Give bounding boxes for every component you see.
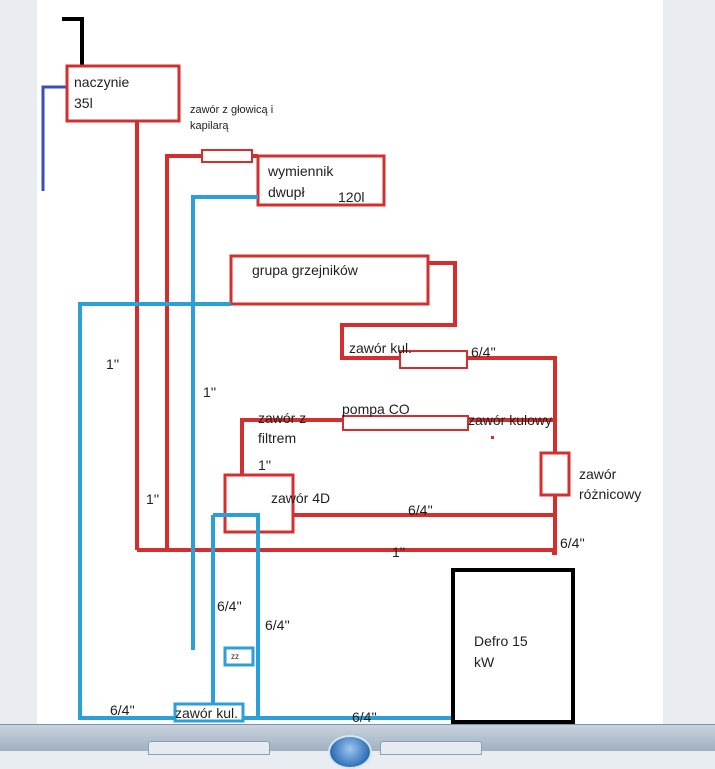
start-orb-icon[interactable] bbox=[328, 735, 372, 769]
radiator-red-line bbox=[340, 261, 557, 550]
ball-valve-bottom bbox=[173, 702, 245, 723]
pump-label: pompa CO bbox=[342, 401, 410, 417]
vent-line-black bbox=[62, 17, 84, 66]
taskbar-item[interactable] bbox=[148, 741, 270, 755]
dim-label: 6/4'' bbox=[560, 535, 585, 551]
ball-valve-label: zawór kulowy bbox=[468, 412, 553, 428]
ball-valve-bottom-label: zawór kul. bbox=[175, 705, 239, 721]
filter-valve-label-1: zawór z bbox=[258, 410, 307, 426]
dim-label: 6/4'' bbox=[408, 502, 433, 518]
expansion-vessel-label: naczynie bbox=[74, 74, 130, 90]
mark-1 bbox=[491, 436, 494, 439]
expansion-vessel-capacity: 35l bbox=[74, 95, 93, 111]
zz-fitting bbox=[223, 646, 255, 667]
vent-line-blue bbox=[41, 85, 67, 191]
expansion-vessel bbox=[65, 64, 181, 123]
ball-valve-top-label: zawór kul. bbox=[349, 340, 413, 356]
boiler-label-2: kW bbox=[474, 654, 495, 670]
dim-label: 1'' bbox=[146, 491, 160, 507]
pump-co bbox=[342, 415, 469, 431]
heat-exchanger-label-1: wymiennik bbox=[268, 163, 334, 179]
taskbar bbox=[0, 724, 715, 769]
dim-label: 6/4'' bbox=[352, 709, 377, 725]
mark-2 bbox=[552, 550, 557, 555]
valve-head-capillary bbox=[201, 149, 253, 163]
cold-line-4d bbox=[213, 513, 260, 720]
capillary-valve-label-1: zawór z głowicą i bbox=[190, 104, 274, 116]
heating-schematic bbox=[41, 17, 575, 724]
dim-label: 6/4'' bbox=[265, 617, 290, 633]
ball-valve-top bbox=[399, 350, 468, 369]
dim-label: 1'' bbox=[106, 356, 120, 372]
zz-label: zz bbox=[231, 652, 239, 661]
cold-line-exchanger bbox=[191, 195, 258, 650]
filter-valve-label-2: filtrem bbox=[258, 430, 297, 446]
taskbar-item[interactable] bbox=[380, 741, 482, 755]
dim-label: 1'' bbox=[258, 457, 272, 473]
heat-exchanger bbox=[256, 154, 386, 207]
dim-label: 6/4'' bbox=[471, 344, 496, 360]
boiler-label-1: Defro 15 bbox=[474, 633, 528, 649]
differential-valve bbox=[539, 451, 571, 497]
exchanger-red-loop bbox=[165, 154, 258, 550]
differential-valve-label-1: zawór bbox=[579, 466, 617, 482]
radiator-group bbox=[229, 254, 430, 306]
heat-exchanger-label-2: dwupł bbox=[268, 184, 305, 200]
heat-exchanger-capacity: 120l bbox=[338, 189, 365, 205]
radiator-group-label: grupa grzejników bbox=[252, 262, 358, 278]
dim-label: 6/4'' bbox=[110, 702, 135, 718]
capillary-valve-label-2: kapilarą bbox=[190, 120, 229, 132]
boiler-defro bbox=[451, 568, 575, 724]
dim-label: 1'' bbox=[392, 544, 406, 560]
dim-label: 6/4'' bbox=[217, 598, 242, 614]
cold-line-radiators bbox=[78, 302, 231, 720]
valve-4d-label: zawór 4D bbox=[271, 490, 331, 506]
dim-label: 1'' bbox=[203, 384, 217, 400]
differential-valve-label-2: różnicowy bbox=[579, 486, 642, 502]
